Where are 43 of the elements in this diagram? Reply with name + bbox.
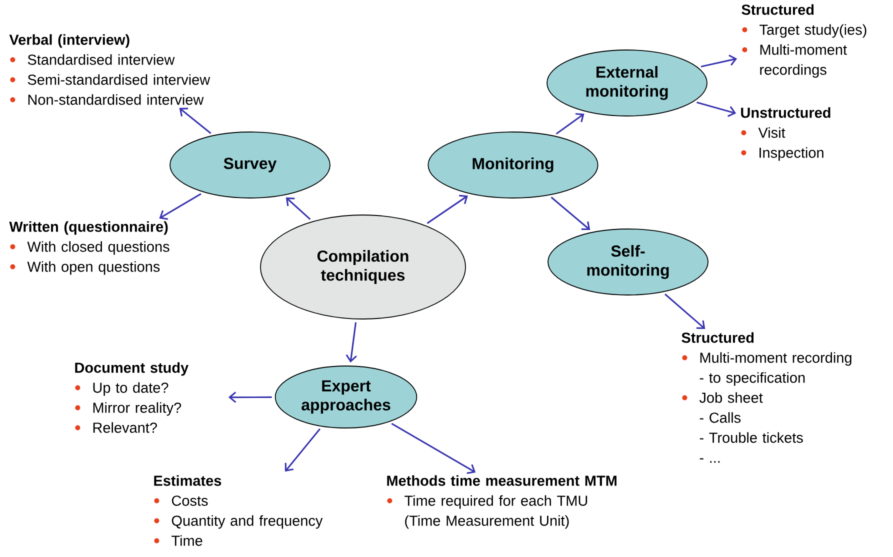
list-subitem: - Trouble tickets xyxy=(700,432,803,443)
arrow xyxy=(346,322,357,363)
bullet-item: Multi-moment recordings xyxy=(742,44,847,78)
list-heading: Estimates xyxy=(154,475,222,486)
bullet-item: Standardised interview xyxy=(10,54,175,65)
arrow xyxy=(391,422,476,474)
bullet-item: Mirror reality? xyxy=(75,402,182,416)
list-subitem: - to specification xyxy=(700,372,805,386)
list-heading: Structured xyxy=(682,332,754,343)
list-heading: Document study xyxy=(75,362,189,376)
arrow xyxy=(696,102,736,117)
list-heading: Methods time measurement MTM xyxy=(387,475,616,486)
arrow xyxy=(550,196,590,230)
list-subitem: - ... xyxy=(700,458,720,463)
bullet-item: Inspection xyxy=(741,147,824,161)
bullet-item: Costs xyxy=(154,496,208,506)
bullet-item: Visit xyxy=(741,127,786,138)
arrow xyxy=(556,113,584,135)
list-heading: Written (questionnaire) xyxy=(9,221,168,235)
bullet-item: With closed questions xyxy=(10,241,170,255)
list-heading: Verbal (interview) xyxy=(9,34,130,48)
arrow xyxy=(284,428,321,472)
list-heading: Structured xyxy=(742,4,814,15)
bullet-item: Up to date? xyxy=(75,382,168,396)
arrow xyxy=(179,108,212,134)
bullet-item: With open questions xyxy=(10,261,160,275)
bullet-item: Multi-moment recording xyxy=(682,352,852,366)
list-subitem: - Calls xyxy=(700,412,741,423)
bullet-item: Quantity and frequency xyxy=(154,515,323,529)
bullet-item: Non-standardised interview xyxy=(10,94,204,105)
arrow xyxy=(664,294,706,330)
bullet-item: Semi-standardised interview xyxy=(10,74,210,85)
bullet-item: Time xyxy=(154,535,202,546)
arrow xyxy=(228,392,272,403)
arrow xyxy=(159,193,202,220)
bullet-item: Target study(ies) xyxy=(742,24,866,38)
arrow xyxy=(426,194,468,224)
bullet-item: Relevant? xyxy=(75,422,157,433)
arrow xyxy=(700,54,738,68)
bullet-item: Time required for each TMU (Time Measurement Unit) xyxy=(387,495,588,529)
bullet-item: Job sheet xyxy=(682,392,763,403)
arrow xyxy=(286,197,311,220)
list-heading: Unstructured xyxy=(741,107,830,118)
